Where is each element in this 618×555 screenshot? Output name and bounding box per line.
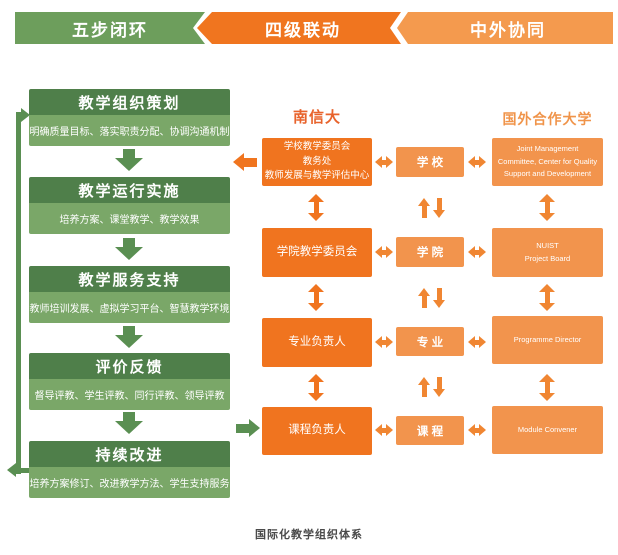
vertical-double-arrow-icon [539, 194, 555, 221]
foreign-box-module-convener: Module Convener [492, 406, 603, 454]
vertical-double-arrow-icon [308, 194, 324, 221]
tier-box-school: 学 校 [396, 147, 464, 177]
step-title: 持续改进 [29, 441, 230, 467]
down-arrow-icon [115, 238, 143, 260]
double-arrow-icon [468, 246, 486, 258]
tier-box-college: 学 院 [396, 237, 464, 267]
nuist-column-header: 南信大 [292, 109, 341, 126]
banner-sino-foreign-collaboration: 中外协同 [397, 12, 613, 44]
step-subtitle: 培养方案修订、改进教学方法、学生支持服务 [29, 467, 230, 498]
nuist-box-module-leader: 课程负责人 [262, 407, 372, 455]
step-subtitle: 教师培训发展、虚拟学习平台、智慧教学环境 [29, 292, 230, 323]
vertical-double-arrow-icon [308, 374, 324, 401]
tier-box-module: 课 程 [396, 416, 464, 445]
double-arrow-icon [375, 424, 393, 436]
double-arrow-icon [375, 156, 393, 168]
step-subtitle: 培养方案、课堂教学、教学效果 [29, 203, 230, 234]
foreign-column-header: 国外合作大学 [502, 111, 593, 127]
loop-bottom-stem [20, 468, 29, 473]
step-box-implementation: 教学运行实施 培养方案、课堂教学、教学效果 [29, 177, 230, 234]
foreign-box-joint-management: Joint Management Committee, Center for Q… [492, 138, 603, 186]
loop-arrowhead-left-icon [7, 463, 16, 477]
down-arrow-icon [115, 326, 143, 348]
up-down-arrows-icon [418, 198, 445, 218]
vertical-double-arrow-icon [539, 284, 555, 311]
vertical-double-arrow-icon [308, 284, 324, 311]
left-block-arrow-icon [233, 153, 257, 171]
double-arrow-icon [375, 246, 393, 258]
banner-four-level-linkage: 四级联动 [197, 12, 401, 44]
down-arrow-icon [115, 412, 143, 434]
step-title: 评价反馈 [29, 353, 230, 379]
banner-five-step-loop: 五步闭环 [15, 12, 205, 44]
nuist-box-programme-leader: 专业负责人 [262, 318, 372, 367]
vertical-double-arrow-icon [539, 374, 555, 401]
step-subtitle: 明确质量目标、落实职责分配、协调沟通机制 [29, 115, 230, 146]
foreign-box-programme-director: Programme Director [492, 316, 603, 364]
step-box-evaluation-feedback: 评价反馈 督导评教、学生评教、同行评教、领导评教 [29, 353, 230, 410]
right-block-arrow-icon [236, 419, 260, 437]
double-arrow-icon [468, 424, 486, 436]
step-title: 教学组织策划 [29, 89, 230, 115]
step-title: 教学服务支持 [29, 266, 230, 292]
step-title: 教学运行实施 [29, 177, 230, 203]
nuist-box-college-committee: 学院教学委员会 [262, 228, 372, 277]
down-arrow-icon [115, 149, 143, 171]
up-down-arrows-icon [418, 377, 445, 397]
step-box-planning: 教学组织策划 明确质量目标、落实职责分配、协调沟通机制 [29, 89, 230, 146]
diagram-caption: 国际化教学组织体系 [255, 529, 363, 541]
double-arrow-icon [468, 336, 486, 348]
nuist-box-university-committee: 学校教学委员会 教务处 教师发展与教学评估中心 [262, 138, 372, 186]
foreign-box-project-board: NUIST Project Board [492, 228, 603, 277]
step-subtitle: 督导评教、学生评教、同行评教、领导评教 [29, 379, 230, 410]
loop-arrowhead-right-icon [21, 108, 30, 122]
double-arrow-icon [375, 336, 393, 348]
step-box-continuous-improvement: 持续改进 培养方案修订、改进教学方法、学生支持服务 [29, 441, 230, 498]
loop-feedback-line [16, 112, 21, 474]
double-arrow-icon [468, 156, 486, 168]
up-down-arrows-icon [418, 288, 445, 308]
tier-box-programme: 专 业 [396, 327, 464, 356]
step-box-service-support: 教学服务支持 教师培训发展、虚拟学习平台、智慧教学环境 [29, 266, 230, 323]
